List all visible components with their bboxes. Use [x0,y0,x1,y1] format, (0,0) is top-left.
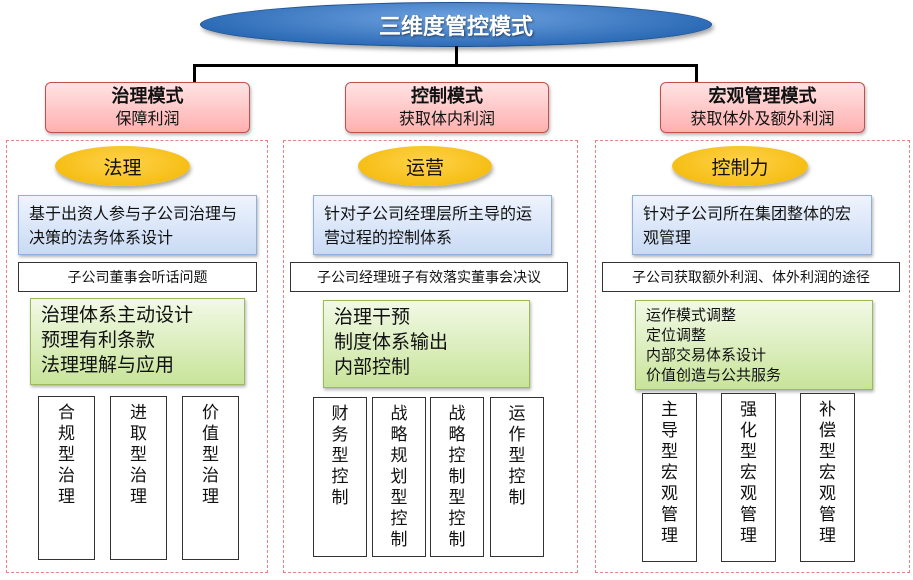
mode-profit: 保障利润 [115,109,180,128]
description-box: 针对子公司所在集团整体的宏观管理 [632,195,872,255]
type-label: 合规型治理 [58,403,75,507]
measure-item: 运作模式调整 [646,306,737,324]
mode-title: 治理模式 [111,86,184,107]
core-oval: 运营 [358,146,492,186]
connector [193,64,698,67]
type-box: 运作型控制 [490,397,544,557]
type-label: 主导型宏观管理 [661,400,678,546]
connector [193,64,196,82]
connector [455,46,458,66]
type-label: 财务型控制 [331,404,349,508]
type-box: 主导型宏观管理 [642,393,697,562]
type-label: 进取型治理 [130,403,147,507]
type-box: 合规型治理 [38,396,95,560]
measure-item: 定位调整 [646,326,707,344]
type-box: 强化型宏观管理 [721,393,776,562]
measure-item: 价值创造与公共服务 [646,366,782,384]
measure-item: 内部交易体系设计 [646,346,767,364]
type-box: 价值型治理 [182,396,239,560]
type-label: 运作型控制 [508,404,526,508]
type-label: 强化型宏观管理 [740,400,757,546]
measure-item: 制度体系输出 [334,331,449,353]
type-box: 进取型治理 [110,396,167,560]
question-box: 子公司经理班子有效落实董事会决议 [290,262,568,292]
type-label: 战略规划型控制 [390,404,408,550]
type-box: 战略控制型控制 [430,397,484,557]
mode-header: 控制模式获取体内利润 [345,82,549,133]
measures-box: 治理体系主动设计预理有利条款法理理解与应用 [30,298,245,385]
measure-item: 治理干预 [334,306,411,328]
column-container [6,140,268,573]
measures-box: 运作模式调整定位调整内部交易体系设计价值创造与公共服务 [635,300,873,390]
mode-header: 治理模式保障利润 [45,82,250,133]
measure-item: 治理体系主动设计 [41,304,194,326]
measure-item: 法理理解与应用 [41,354,175,376]
mode-title: 控制模式 [411,86,483,107]
type-box: 战略规划型控制 [372,397,426,557]
description-box: 基于出资人参与子公司治理与决策的法务体系设计 [18,195,257,255]
description-box: 针对子公司经理层所主导的运营过程的控制体系 [313,195,552,255]
measures-box: 治理干预制度体系输出内部控制 [323,300,530,388]
mode-profit: 获取体外及额外利润 [690,109,835,128]
type-label: 补偿型宏观管理 [819,400,836,546]
column-container [595,140,910,573]
title-ellipse: 三维度管控模式 [200,2,712,47]
type-box: 补偿型宏观管理 [800,393,855,562]
mode-title: 宏观管理模式 [708,86,817,107]
type-label: 战略控制型控制 [448,404,466,550]
measure-item: 内部控制 [334,356,411,378]
mode-header: 宏观管理模式获取体外及额外利润 [660,82,865,133]
mode-profit: 获取体内利润 [398,109,495,128]
measure-item: 预理有利条款 [41,329,156,351]
core-oval: 法理 [55,146,190,186]
type-box: 财务型控制 [313,397,367,557]
type-label: 价值型治理 [202,403,219,507]
connector [695,64,698,82]
core-oval: 控制力 [672,146,808,186]
question-box: 子公司董事会听话问题 [18,262,257,292]
column-container [283,140,578,573]
question-box: 子公司获取额外利润、体外利润的途径 [602,262,900,292]
